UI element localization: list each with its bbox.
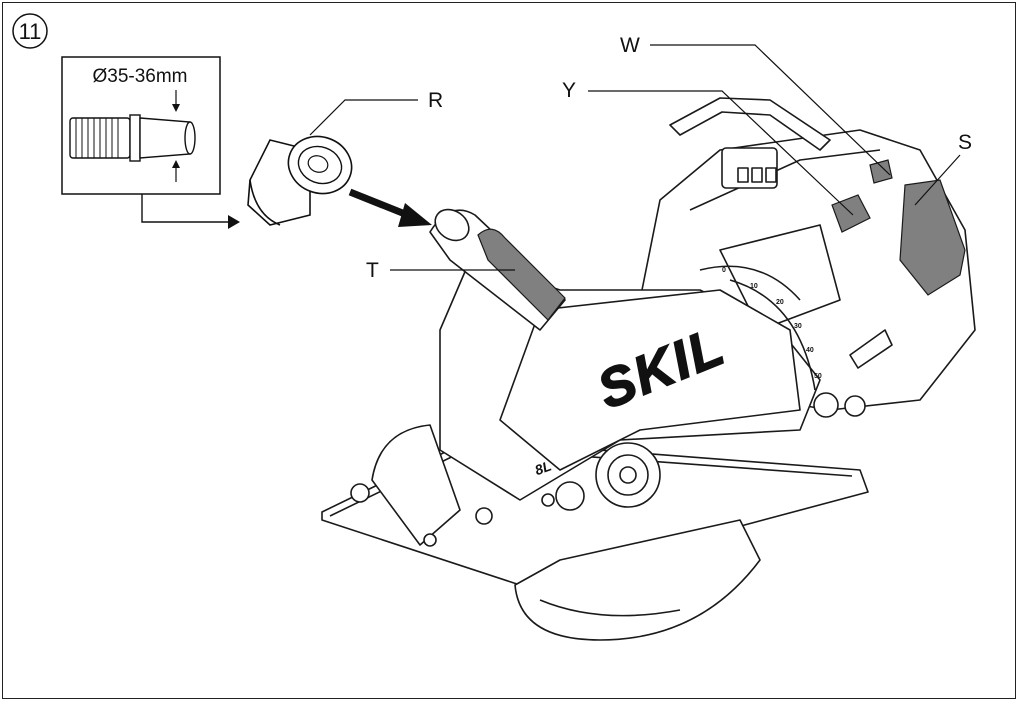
step-number: 11 <box>19 19 42 44</box>
front-grip-icon <box>477 228 566 321</box>
callout-t: T <box>366 259 379 282</box>
insert-arrow-icon <box>398 203 432 227</box>
callout-leaders <box>309 44 961 271</box>
hose-inset: Ø35-36mm <box>61 56 240 229</box>
callout-w: W <box>620 34 640 57</box>
bevel-scale: 0 10 20 30 40 50 <box>722 267 822 380</box>
callout-r: R <box>428 89 443 112</box>
callout-s: S <box>958 131 972 154</box>
bevel-tick-50: 50 <box>814 373 822 380</box>
lock-off-button-icon <box>869 159 893 184</box>
bevel-tick-20: 20 <box>776 299 784 306</box>
model-badge: 8L <box>533 458 554 479</box>
circular-saw-drawing <box>321 97 976 641</box>
bevel-tick-10: 10 <box>750 283 758 290</box>
rear-grip-icon <box>899 179 966 296</box>
bevel-tick-30: 30 <box>794 323 802 330</box>
step-number-badge: 11 <box>12 13 48 49</box>
bevel-tick-40: 40 <box>806 347 814 354</box>
bevel-tick-0: 0 <box>722 267 726 274</box>
vacuum-hose-icon <box>69 114 196 162</box>
callout-y: Y <box>562 79 576 102</box>
hose-diameter-label: Ø35-36mm <box>92 66 187 87</box>
dust-adapter-icon <box>247 135 353 226</box>
